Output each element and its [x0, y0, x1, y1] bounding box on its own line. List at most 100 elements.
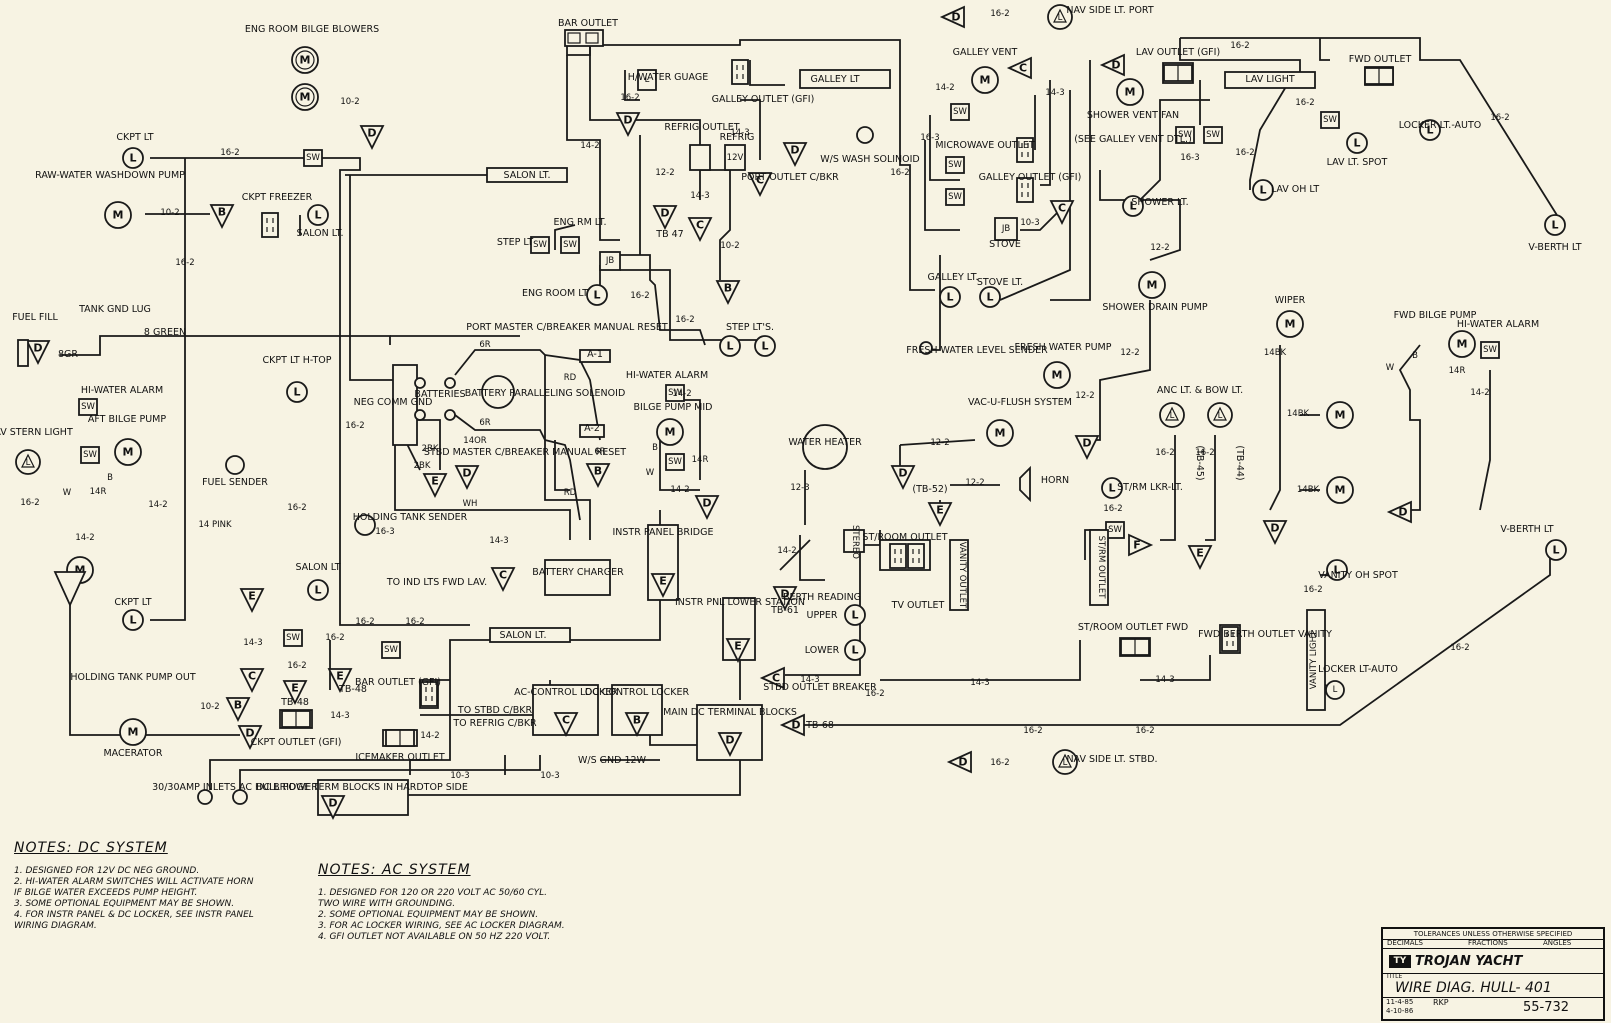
component-label: FRESH WATER LEVEL SENDER [906, 345, 1048, 356]
symbol-glyph: L [1259, 184, 1266, 197]
wire-gauge-label: 6R [594, 447, 605, 457]
wire-gauge-label: 16-2 [287, 661, 306, 671]
wire-gauge-label: 10-2 [720, 241, 739, 251]
wire-gauge-label: 16-3 [1180, 153, 1199, 163]
component-label: RAW-WATER WASHDOWN PUMP [35, 170, 185, 181]
light-icon [1545, 539, 1567, 561]
wire-gauge-label: 14R [692, 455, 709, 465]
symbol-glyph: M [1457, 338, 1468, 351]
symbol-glyph: L [1063, 758, 1068, 768]
component-label: BAR OUTLET [558, 18, 618, 29]
wire-gauge-label: 16-2 [1490, 113, 1509, 123]
symbol-glyph: C [696, 219, 704, 232]
wire-gauge-label: 12-3 [790, 483, 809, 493]
wire-gauge-label: 14 PINK [198, 520, 232, 530]
component-label: W/S WASH SOLINOID [820, 154, 920, 165]
wire-gauge-label: 10-2 [200, 702, 219, 712]
component-label: FRESH WATER PUMP [1015, 342, 1112, 353]
component-label: LOCKER LT-AUTO [1318, 664, 1398, 675]
symbol-glyph: L [946, 291, 953, 304]
light-icon [844, 604, 866, 626]
nav-light-icon [1159, 402, 1185, 428]
light-icon [586, 284, 608, 306]
symbol-glyph: E [936, 504, 944, 517]
component-label: STOVE LT. [977, 277, 1023, 288]
neg-gnd-bar [392, 364, 418, 446]
component-label: STOVE [989, 239, 1021, 250]
component-label: A-2 [584, 423, 600, 434]
holding-tank-sender-icon [354, 514, 376, 536]
wire-gauge-label: 16-2 [1230, 41, 1249, 51]
symbol-glyph: D [367, 127, 376, 140]
inlet-icon [232, 789, 248, 805]
component-label: FWD BERTH OUTLET VANITY [1198, 629, 1332, 640]
symbol-glyph: SW [306, 153, 320, 163]
terminal-d-icon [25, 340, 51, 366]
symbol-glyph: D [791, 719, 800, 732]
outlet-icon [261, 212, 279, 238]
component-label: HI-WATER ALARM [626, 370, 708, 381]
component-label: H/WATER GUAGE [628, 72, 708, 83]
wire-gauge-label: RD [564, 373, 577, 383]
battery-charger-box [544, 559, 611, 596]
water-heater-icon [802, 424, 848, 470]
component-label: VANITY OH SPOT [1318, 570, 1398, 581]
component-label: NAV STERN LIGHT [0, 427, 73, 438]
dc-note-line: 4. FOR INSTR PANEL & DC LOCKER, SEE INST… [14, 910, 254, 920]
symbol-glyph: L [314, 584, 321, 597]
symbol-glyph: C [756, 174, 764, 187]
component-label: GALLEY OUTLET (GFI) [712, 94, 815, 105]
component-label: MACERATOR [103, 748, 162, 759]
component-label: TO REFRIG C/BKR [452, 718, 537, 729]
symbol-glyph: C [772, 672, 780, 685]
light-icon [1346, 132, 1368, 154]
component-label: SHOWER VENT FAN [1087, 110, 1179, 121]
component-label: TANK GND LUG [78, 304, 151, 315]
component-label: SALON LT. [504, 170, 551, 181]
fuel-fill-icon [17, 339, 29, 367]
symbol-glyph: L [1170, 411, 1175, 421]
terminal-d-icon [454, 465, 480, 491]
wire-gauge-label: 16-2 [1155, 448, 1174, 458]
symbol-glyph: E [1196, 547, 1204, 560]
light-icon [1419, 119, 1441, 141]
component-label: HORN [1041, 475, 1069, 486]
light-icon [1122, 195, 1144, 217]
symbol-glyph: L [593, 289, 600, 302]
nav-light-triangle [1053, 8, 1067, 23]
fuel-sender-icon [225, 455, 245, 475]
symbol-glyph: SW [1483, 345, 1497, 355]
symbol-glyph: C [1058, 202, 1066, 215]
component-label: 30/30AMP INLETS AC HULL POWER [152, 782, 318, 793]
symbol-glyph: L [851, 609, 858, 622]
wire-gauge-label: 16-2 [990, 758, 1009, 768]
component-label: 8GR [58, 349, 78, 360]
wire-gauge-label: 14-2 [148, 500, 167, 510]
motor-icon-inner [295, 87, 315, 107]
symbol-glyph: SW [948, 192, 962, 202]
title-row: TITLE WIRE DIAG. HULL- 401 [1383, 973, 1603, 998]
terminal-d-icon [652, 205, 678, 231]
symbol-glyph: JB [605, 256, 615, 266]
symbol-glyph: D [780, 588, 789, 601]
light-icon [122, 147, 144, 169]
symbol-glyph: M [1052, 369, 1063, 382]
terminal-e-icon [650, 573, 676, 599]
tolerance-columns: DECIMALS FRACTIONS ANGLES [1383, 939, 1603, 949]
component-label: REFRIG [720, 132, 755, 143]
symbol-glyph: L [1129, 200, 1136, 213]
refrig-outlet-box [689, 144, 711, 171]
symbol-glyph: L [1551, 219, 1558, 232]
symbol-glyph: L [129, 614, 136, 627]
motor-icon [1138, 271, 1166, 299]
dc-note-line: WIRING DIAGRAM. [14, 921, 97, 931]
battery-terminal [414, 377, 426, 389]
wire-gauge-label: 14-3 [330, 711, 349, 721]
component-label: AFT BILGE PUMP [88, 414, 166, 425]
terminal-d-icon [237, 725, 263, 751]
wire-gauge-label: 14-3 [800, 675, 819, 685]
wire-gauge-label: 14-2 [75, 533, 94, 543]
ac-note-line: 4. GFI OUTLET NOT AVAILABLE ON 50 HZ 220… [318, 932, 551, 942]
trojan-logo-icon: TY [1389, 955, 1411, 968]
nav-light-icon [15, 449, 41, 475]
